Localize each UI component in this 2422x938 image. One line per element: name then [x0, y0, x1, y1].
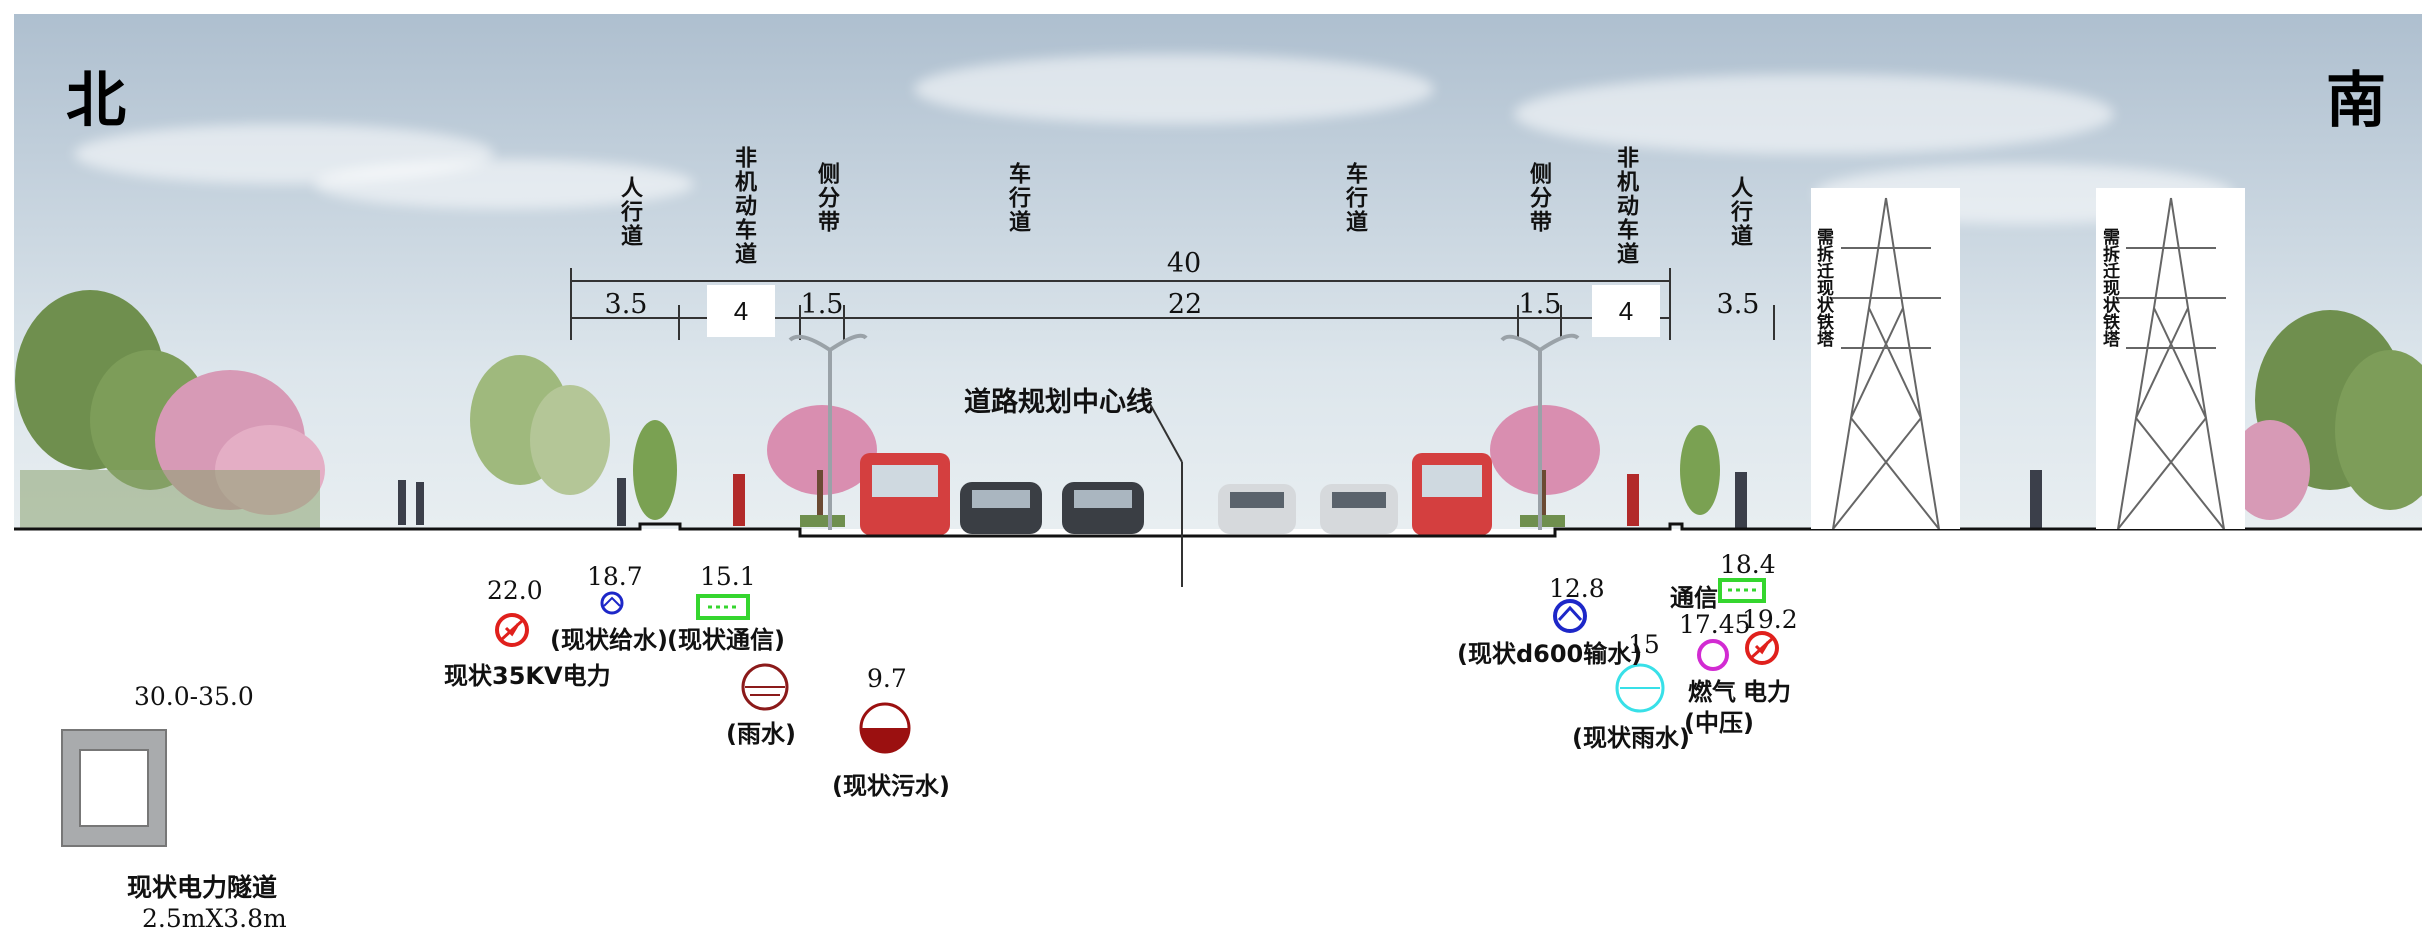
lane-label-carriageway-south: 车行道 — [1342, 162, 1367, 234]
tower-1: 需拆迁现状铁塔 — [1811, 188, 1960, 529]
dim-divider-north: 1.5 — [800, 289, 844, 320]
trees-left — [15, 290, 677, 530]
ground-line — [14, 522, 2422, 538]
pedestrians — [398, 470, 2042, 528]
sewage-label: (现状污水) — [832, 772, 950, 800]
power-tunnel-box — [61, 729, 167, 847]
telecom-north-label: (现状通信) — [667, 626, 785, 654]
power-south-depth: 19.2 — [1742, 605, 1798, 634]
lane-label-divider-north: 侧分带 — [814, 162, 839, 234]
tower-1-label: 需拆迁现状铁塔 — [1813, 228, 1833, 347]
dim-sidewalk-south: 3.5 — [1716, 289, 1760, 320]
tunnel-label: 现状电力隧道 — [127, 873, 278, 902]
power-south-label: 电力 — [1743, 678, 1791, 706]
dim-bike-north: 4 — [707, 285, 775, 337]
water-supply-depth: 18.7 — [587, 562, 643, 591]
divider-trees — [767, 405, 1600, 527]
vehicles — [860, 453, 1492, 535]
water-d600-depth: 12.8 — [1549, 574, 1605, 603]
dim-total: 40 — [1166, 248, 1202, 279]
dim-carriageway: 22 — [1167, 289, 1203, 320]
power-35kv-label: 现状35KV电力 — [444, 662, 611, 690]
gas-label: 燃气 — [1688, 678, 1736, 706]
power-35kv-depth: 22.0 — [487, 576, 543, 605]
telecom-south-label: 通信 — [1670, 584, 1718, 612]
telecom-north-depth: 15.1 — [700, 562, 756, 591]
telecom-south-depth: 18.4 — [1720, 550, 1776, 579]
centerline-label: 道路规划中心线 — [964, 387, 1153, 418]
sewage-depth: 9.7 — [867, 664, 907, 693]
gas-pressure-label: (中压) — [1684, 709, 1754, 737]
water-supply-label: (现状给水) — [550, 626, 668, 654]
tower-2-label: 需拆迁现状铁塔 — [2099, 228, 2119, 347]
lane-label-carriageway-north: 车行道 — [1005, 162, 1030, 234]
water-d600-label: (现状d600输水) — [1457, 640, 1643, 668]
rain-north-label: (雨水) — [726, 720, 796, 748]
rain-south-label: (现状雨水) — [1572, 724, 1690, 752]
dim-sidewalk-north: 3.5 — [604, 289, 648, 320]
lane-label-bike-north: 非机动车道 — [731, 146, 756, 266]
lane-label-divider-south: 侧分带 — [1526, 162, 1551, 234]
tunnel-size: 2.5mX3.8m — [142, 904, 287, 933]
trees-right — [1680, 310, 2422, 520]
south-label: 南 — [2326, 66, 2386, 136]
lane-label-sidewalk-north: 人行道 — [617, 176, 642, 248]
dim-bike-south: 4 — [1592, 285, 1660, 337]
street-lamps — [788, 333, 1580, 530]
lane-label-sidewalk-south: 人行道 — [1727, 176, 1752, 248]
sky-backdrop — [14, 14, 2422, 529]
dim-divider-south: 1.5 — [1518, 289, 1562, 320]
gas-depth: 17.45 — [1679, 610, 1751, 639]
tunnel-depth: 30.0-35.0 — [134, 682, 254, 711]
north-label: 北 — [66, 66, 126, 136]
rain-south-depth: 15 — [1628, 630, 1660, 659]
lane-label-bike-south: 非机动车道 — [1613, 146, 1638, 266]
tower-2: 需拆迁现状铁塔 — [2096, 188, 2245, 529]
